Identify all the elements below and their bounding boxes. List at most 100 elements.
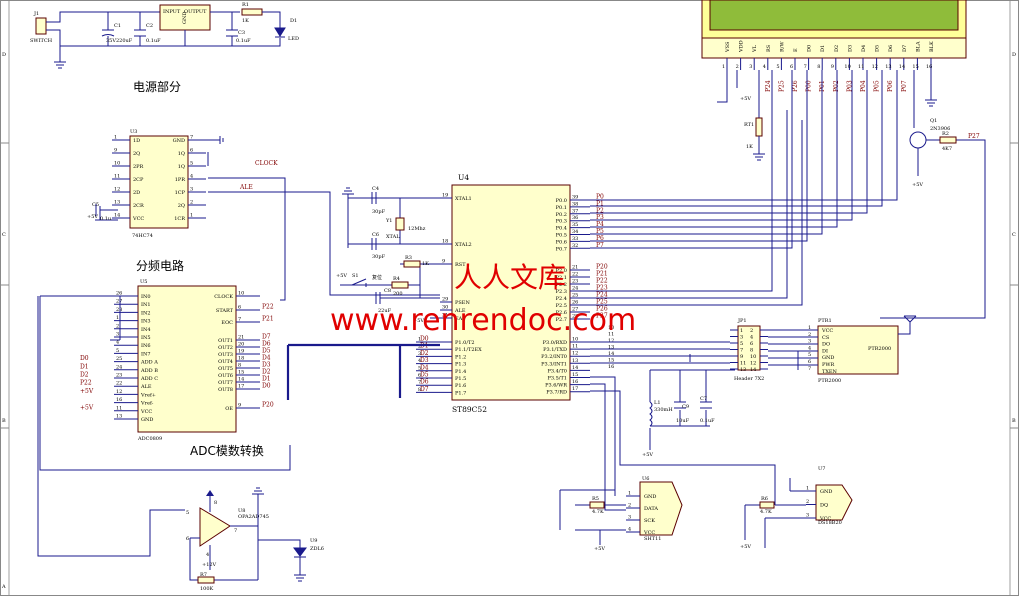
c7-value: 0.1uF	[700, 418, 715, 424]
jp1-net-label: 16	[608, 364, 614, 370]
zone-c-left: C	[2, 232, 6, 238]
u3-pin-number: 12	[114, 187, 120, 193]
u3-pin-number: 14	[114, 213, 120, 219]
u4-pin-number: 28	[572, 314, 578, 320]
r3-resistor	[403, 260, 421, 268]
u5-pin-number: 7	[238, 317, 241, 323]
u4-net-label: P25	[596, 299, 608, 306]
c8-value: 22uF	[378, 308, 392, 314]
c5-value: 0.1u	[100, 216, 112, 222]
u3-pin-label: 2D	[133, 190, 140, 196]
u5-pin-label: OE	[225, 406, 233, 412]
rt1-ref: RT1	[744, 122, 754, 128]
u4-net-label: D3	[420, 357, 429, 364]
u5-pin-label: IN3	[141, 319, 151, 325]
u4-pin-label: P1.0/T2	[455, 340, 475, 346]
lcd-pin-label: BLA	[915, 41, 921, 52]
lcd-pin-number: 16	[926, 64, 932, 70]
jp1-part: Header 7X2	[734, 376, 764, 382]
u4-pin-number: 30	[442, 305, 448, 311]
u4-net-label: P2	[596, 207, 604, 214]
power-section-title: 电源部分	[133, 79, 181, 94]
lcd-vcc: +5V	[740, 96, 751, 102]
u8-pin4: 4	[206, 552, 209, 558]
u4-pin-number: 34	[572, 229, 578, 235]
r1-ref: R1	[242, 2, 249, 8]
u4-pin-number: 29	[442, 297, 448, 303]
lcd-pin-number: 2	[736, 64, 739, 70]
u4-pin-label: P2.7	[556, 317, 567, 323]
watermark-brand: 人人文库	[454, 261, 566, 294]
u4-pin-number: 14	[572, 365, 578, 371]
u7-pin-label: DQ	[820, 503, 828, 509]
u4-pin-label: P0.0	[556, 198, 567, 204]
u4-pin-number: 24	[572, 286, 578, 292]
u5-pin-label: IN5	[141, 335, 151, 341]
u4-net-label: P4	[596, 221, 604, 228]
jp1-pin-number: 2	[750, 328, 753, 334]
jp1-pin-number: 13	[740, 367, 746, 373]
u5-pin-number: 10	[238, 291, 244, 297]
u4-pin-number: 35	[572, 222, 578, 228]
u3-pin-label: 1PR	[175, 177, 186, 183]
u5-pin-label: ADD B	[140, 368, 158, 374]
q1-ref: Q1	[930, 118, 937, 124]
u5-pin-label: OUT5	[218, 366, 233, 372]
u5-pin-label: ADD C	[140, 376, 158, 382]
jp1-pin-number: 8	[750, 348, 753, 354]
ptr-pin-number: 5	[808, 352, 811, 358]
u5-pin-number: 13	[116, 414, 122, 420]
u4-vcc-reset: +5V	[336, 273, 347, 279]
lcd-pin-label: VSS	[725, 41, 731, 53]
u5-net-label: D0	[80, 355, 89, 362]
u5-net-label: +5V	[80, 388, 94, 395]
u4-pin-number: 11	[572, 344, 578, 350]
l1-ref: L1	[654, 400, 661, 406]
ptr-pin-number: 3	[808, 339, 811, 345]
q1-vcc: +5V	[912, 182, 923, 188]
u7-pin-number: 3	[806, 513, 809, 519]
u5-pin-number: 24	[116, 364, 122, 370]
u8-pin8: 8	[214, 500, 217, 506]
u4-pin-number: 4	[418, 358, 421, 364]
u4-net-label: P0	[596, 194, 604, 201]
u4-pin-label: P3.6/WR	[545, 383, 567, 389]
u4-pin-number: 31	[442, 313, 448, 319]
jp1-net-label: 12	[608, 338, 614, 344]
u3-vcc: +5V	[87, 214, 98, 220]
u4-pin-label: P3.0/RXD	[543, 340, 567, 346]
r7-value: 100K	[200, 586, 214, 592]
lcd-net-label: P06	[887, 80, 894, 92]
u3-pin-number: 11	[114, 174, 120, 180]
u4-pin-label: P1.1/T2EX	[455, 347, 482, 353]
ptr-pin-number: 2	[808, 332, 811, 338]
u7-pin-label: VCC	[819, 516, 831, 522]
u5-pin-number: 22	[116, 381, 122, 387]
lcd-net-label: P03	[846, 80, 853, 92]
u8-pin5: 5	[186, 510, 189, 516]
lcd-pin-number: 3	[749, 64, 752, 70]
lcd-pin-label: D6	[888, 45, 894, 52]
data-bus	[286, 343, 440, 400]
jp1-pin-number: 3	[740, 335, 743, 341]
u3-pin-number: 1	[190, 213, 193, 219]
u4-pin-label: P1.6	[455, 383, 466, 389]
u5-pin-number: 25	[116, 356, 122, 362]
jp1-header: JP1 Header 7X2 1103115127139141115131624…	[590, 318, 768, 382]
rt1-potentiometer	[755, 117, 763, 137]
ptr-bottom: PTR2000	[818, 378, 841, 384]
u3-pin-number: 2	[190, 200, 193, 206]
ptr-pin-label: GND	[822, 355, 834, 361]
lcd-net-label: P04	[860, 80, 867, 92]
c2-ref: C2	[146, 23, 153, 29]
u5-pin-number: 26	[116, 291, 122, 297]
u4-pin-number: 16	[572, 379, 578, 385]
u4-pin-number: 3	[418, 351, 421, 357]
u3-pin-number: 7	[190, 135, 193, 141]
u3-pin-number: 9	[114, 148, 117, 154]
u4-pin-number: 33	[572, 236, 578, 242]
lcd-module: VSS1VDD2VL3RS4P24R/W5P25E6P26D07P00D18P0…	[590, 0, 986, 319]
u6-pin-label: VCC	[643, 530, 655, 536]
u4-net-label: P20	[596, 264, 608, 271]
u4-part: ST89C52	[452, 405, 487, 414]
